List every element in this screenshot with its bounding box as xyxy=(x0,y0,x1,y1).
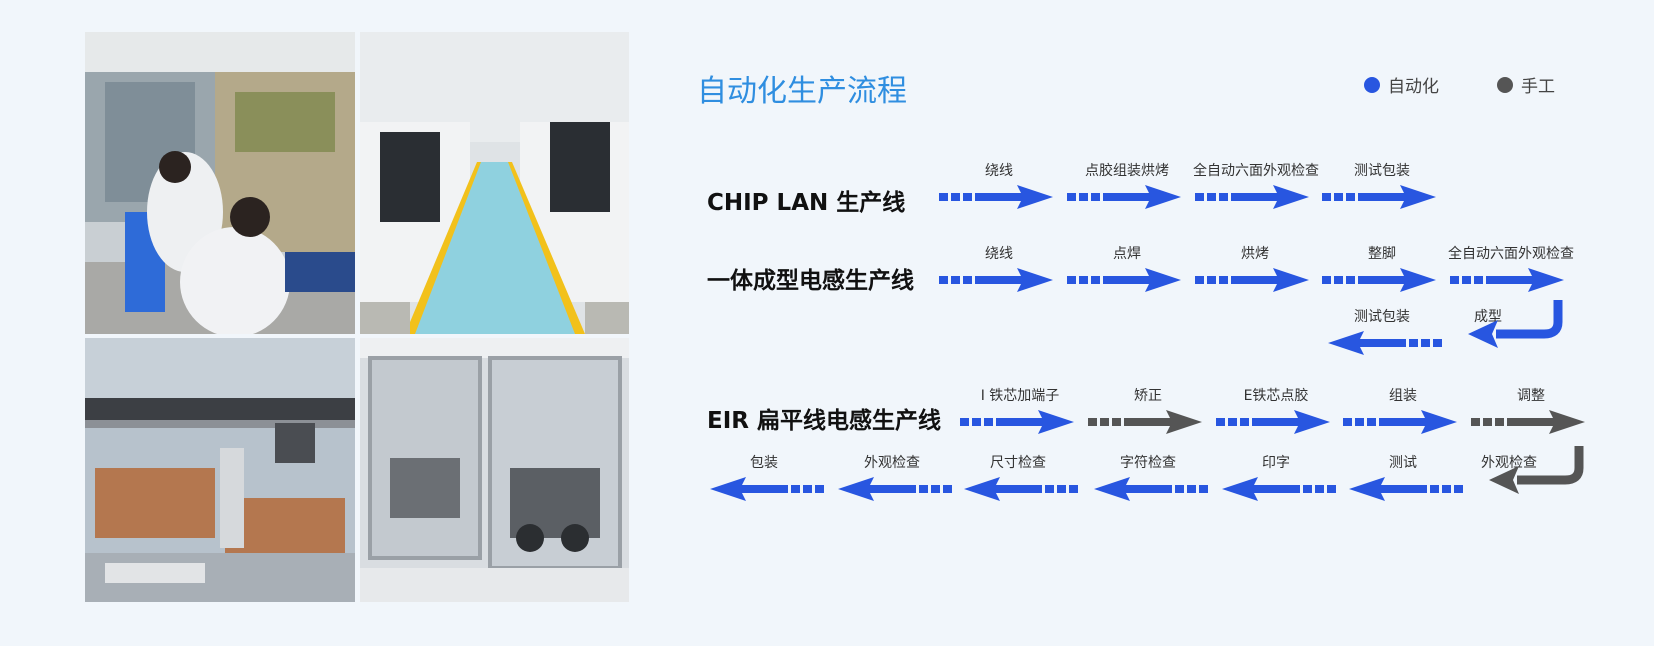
process-step-label: I 铁芯加端子 xyxy=(980,388,1060,404)
process-step: 测试包装 xyxy=(1320,160,1444,216)
legend-label-manual: 手工 xyxy=(1521,77,1555,97)
process-step: 组装 xyxy=(1341,385,1465,441)
process-step: I 铁芯加端子 xyxy=(958,385,1082,441)
process-step-label: 测试包装 xyxy=(1354,163,1410,179)
process-step: 烘烤 xyxy=(1193,243,1317,299)
legend-item-manual: 手工 xyxy=(1497,72,1555,97)
process-step-label: 调整 xyxy=(1517,388,1545,404)
page-title: 自动化生产流程 xyxy=(697,74,907,109)
process-step-label: 烘烤 xyxy=(1241,246,1269,262)
line-name-eir-flat-wire: EIR 扁平线电感生产线 xyxy=(707,408,941,434)
process-step: 测试包装 xyxy=(1320,306,1444,362)
factory-photo-workers xyxy=(85,32,355,334)
process-step: E铁芯点胶 xyxy=(1214,385,1338,441)
process-step-label: 绕线 xyxy=(985,246,1013,262)
legend-dot-manual-icon xyxy=(1497,76,1513,93)
process-step-label: 包装 xyxy=(750,455,778,471)
process-step-label: 矫正 xyxy=(1134,388,1162,404)
process-step: 尺寸检查 xyxy=(956,452,1080,508)
process-step-label: 全自动六面外观检查 xyxy=(1448,246,1574,262)
process-step-label: 点胶组装烘烤 xyxy=(1085,163,1169,179)
legend-dot-auto-icon xyxy=(1364,76,1380,93)
process-step-label: 外观检查 xyxy=(1481,455,1537,471)
factory-photo-machine xyxy=(85,338,355,602)
factory-photo-corridor xyxy=(360,32,629,334)
process-step: 成型 xyxy=(1448,300,1572,362)
process-step-label: 印字 xyxy=(1262,455,1290,471)
process-step: 调整 xyxy=(1469,385,1593,441)
process-step-label: 绕线 xyxy=(985,163,1013,179)
process-step-label: 字符检查 xyxy=(1120,455,1176,471)
process-step: 包装 xyxy=(702,452,826,508)
process-step-label: 点焊 xyxy=(1113,246,1141,262)
legend-label-auto: 自动化 xyxy=(1388,77,1439,97)
process-step: 点焊 xyxy=(1065,243,1189,299)
process-step-label: 整脚 xyxy=(1368,246,1396,262)
process-step-label: E铁芯点胶 xyxy=(1243,388,1309,404)
process-step: 绕线 xyxy=(937,243,1061,299)
process-step: 绕线 xyxy=(937,160,1061,216)
process-step: 全自动六面外观检查 xyxy=(1448,243,1574,299)
process-step: 外观检查 xyxy=(830,452,954,508)
process-step: 整脚 xyxy=(1320,243,1444,299)
process-step-label: 测试包装 xyxy=(1354,309,1410,325)
photo-collage xyxy=(85,32,629,602)
process-step: 全自动六面外观检查 xyxy=(1193,160,1319,216)
process-step-label: 测试 xyxy=(1389,455,1417,471)
line-name-chip-lan: CHIP LAN 生产线 xyxy=(707,190,906,216)
process-step: 印字 xyxy=(1214,452,1338,508)
process-step-label: 成型 xyxy=(1474,309,1502,325)
process-step-label: 尺寸检查 xyxy=(990,455,1046,471)
process-step-label: 组装 xyxy=(1389,388,1417,404)
line-name-integrated-inductor: 一体成型电感生产线 xyxy=(707,268,914,294)
factory-photo-enclosures xyxy=(360,338,629,602)
process-step: 外观检查 xyxy=(1469,446,1593,508)
process-step: 点胶组装烘烤 xyxy=(1065,160,1189,216)
process-step: 矫正 xyxy=(1086,385,1210,441)
legend-item-auto: 自动化 xyxy=(1364,72,1439,97)
process-step-label: 外观检查 xyxy=(864,455,920,471)
process-step: 字符检查 xyxy=(1086,452,1210,508)
process-step: 测试 xyxy=(1341,452,1465,508)
process-step-label: 全自动六面外观检查 xyxy=(1193,163,1319,179)
